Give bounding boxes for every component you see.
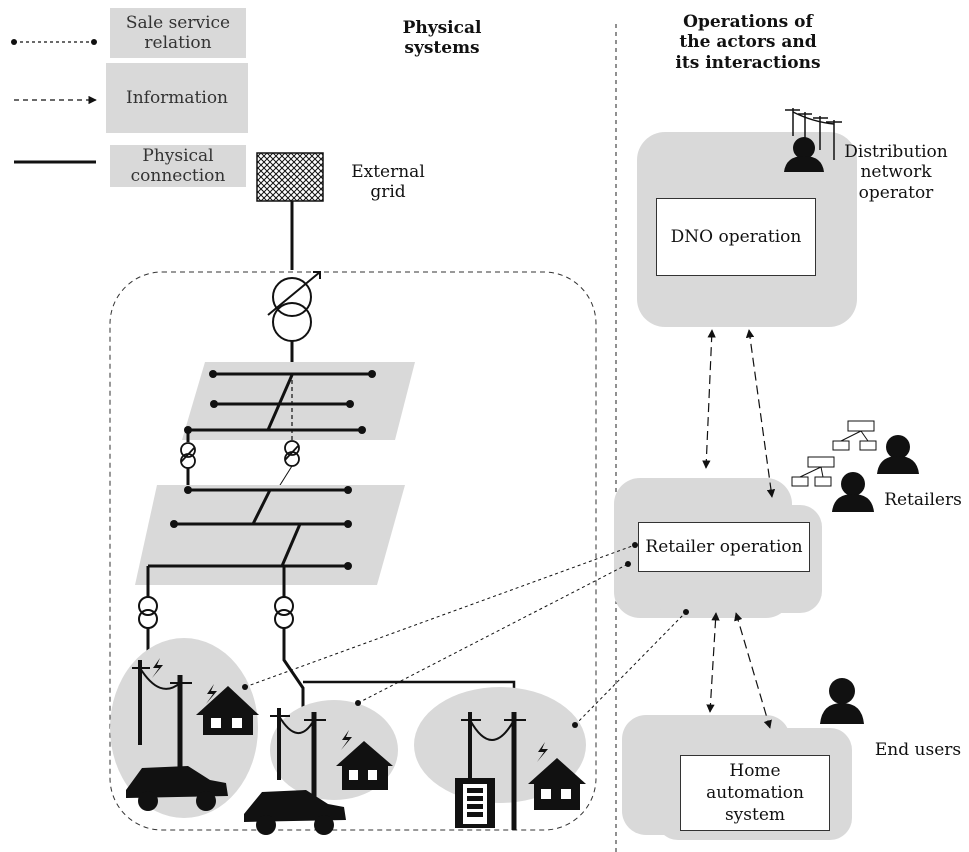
external-grid-icon <box>256 152 324 202</box>
retailer-person-icon <box>832 435 919 512</box>
utility-pole-icon <box>132 660 192 768</box>
info-arrow-retailer-to-home <box>734 612 772 729</box>
lightning-icon <box>206 684 217 704</box>
house-icon <box>196 686 259 735</box>
sale-relation-lines <box>244 544 687 726</box>
lightning-icon <box>341 730 352 750</box>
dno-operation-box: DNO operation <box>656 198 816 276</box>
info-arrow-home-to-retailer <box>706 612 720 713</box>
lightning-icon <box>537 742 548 762</box>
external-grid-label: External grid <box>351 162 425 203</box>
lower-network-plane <box>135 485 405 585</box>
legend-sale-line <box>11 39 97 45</box>
info-arrow-retailer-to-dno <box>702 329 716 469</box>
operations-heading: Operations of the actors and its interac… <box>675 12 821 73</box>
retailers-label: Retailers <box>884 490 962 510</box>
legend-physical-label: Physical connection <box>110 145 246 187</box>
end-user-person-icon <box>820 678 864 724</box>
utility-pole-icon <box>270 708 326 800</box>
dno-operator-person-icon <box>784 137 824 172</box>
electric-car-icon <box>244 790 346 835</box>
main-transformer-icon <box>267 271 321 342</box>
legend-sale-label: Sale service relation <box>110 8 246 58</box>
physical-system-boundary <box>109 271 597 831</box>
retailer-operation-box: Retailer operation <box>638 522 810 572</box>
power-line-icon <box>785 108 842 160</box>
end-users-label: End users <box>874 740 962 760</box>
battery-icon <box>455 778 495 828</box>
house-icon <box>528 758 586 810</box>
flowchart-icon <box>791 420 877 487</box>
electric-car-icon <box>126 766 228 811</box>
upper-network-plane <box>182 362 415 440</box>
home-automation-box: Home automation system <box>680 755 830 831</box>
physical-systems-heading: Physical systems <box>402 18 482 59</box>
house-icon <box>336 741 393 790</box>
feeder-transformer-right <box>274 566 305 712</box>
legend-information-label: Information <box>106 63 248 133</box>
dno-actor-label: Distribution network operator <box>844 142 948 203</box>
info-arrow-dno-to-retailer <box>745 329 776 498</box>
lightning-icon <box>152 658 163 678</box>
